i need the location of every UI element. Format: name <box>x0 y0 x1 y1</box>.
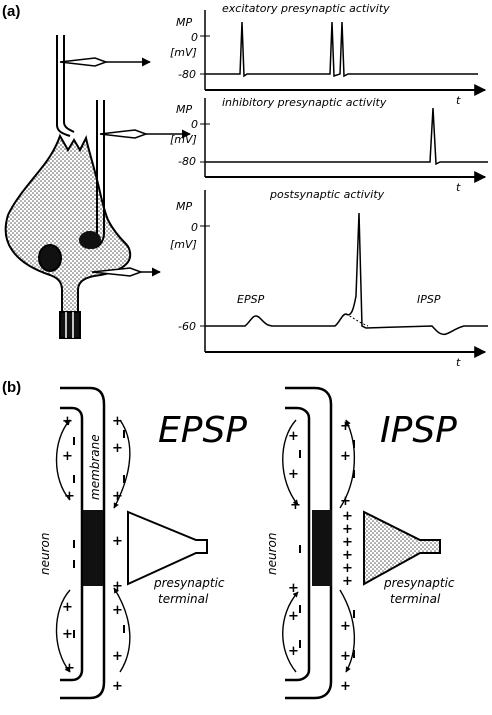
ipsp-neuron-label: neuron <box>265 533 279 575</box>
trace3-tick-0: 0 <box>191 221 198 234</box>
ipsp-title: IPSP <box>380 410 457 451</box>
svg-text:+: + <box>288 581 299 596</box>
trace3-tick-rest: -60 <box>178 320 196 333</box>
trace2-mp-label: MP <box>176 103 192 116</box>
epsp-terminal-line1: presynaptic <box>153 576 225 590</box>
svg-text:+: + <box>340 449 351 464</box>
svg-text:+: + <box>112 534 123 549</box>
svg-text:+: + <box>112 489 123 504</box>
trace3-time-label: t <box>456 356 461 369</box>
trace2-title: inhibitory presynaptic activity <box>222 96 387 109</box>
svg-text:+: + <box>288 467 299 482</box>
ipsp-channel-block <box>312 510 332 586</box>
ipsp-terminal-line2: terminal <box>390 592 441 606</box>
trace2-time-label: t <box>456 181 461 194</box>
svg-text:+: + <box>112 603 123 618</box>
trace-inhibitory: inhibitory presynaptic activity MP 0 [mV… <box>170 96 488 194</box>
neuron-cell-drawing <box>4 133 132 339</box>
svg-text:+: + <box>64 661 75 676</box>
svg-text:+: + <box>342 574 353 589</box>
svg-text:+: + <box>62 627 73 642</box>
trace1-signal <box>206 21 478 78</box>
trace-postsynaptic: postsynaptic activity MP 0 [mV] -60 t EP… <box>170 188 488 369</box>
epsp-schematic: +++ +++ +++ +++ ++ neuron membrane EPSP … <box>38 386 247 700</box>
neuron-soma <box>4 133 132 313</box>
recording-electrodes <box>59 57 191 277</box>
svg-text:+: + <box>112 579 123 594</box>
svg-text:+: + <box>342 548 353 563</box>
trace2-tick-rest: -80 <box>178 155 196 168</box>
trace1-time-label: t <box>456 94 461 107</box>
epsp-membrane-label: membrane <box>88 434 102 500</box>
ipsp-terminal-line1: presynaptic <box>383 576 455 590</box>
trace3-dashed-projection <box>345 313 369 327</box>
svg-text:+: + <box>290 498 301 513</box>
trace1-mp-label: MP <box>176 16 192 29</box>
epsp-current-arrows <box>55 419 131 673</box>
epsp-neuron-label: neuron <box>38 533 52 575</box>
svg-text:+: + <box>62 600 73 615</box>
svg-text:+: + <box>62 414 73 429</box>
ipsp-charges: +++ +++ +++ +++ +++ +++ <box>288 419 353 694</box>
epsp-neg-charges <box>73 430 125 638</box>
epsp-title: EPSP <box>158 410 247 451</box>
svg-text:+: + <box>288 609 299 624</box>
trace3-epsp-label: EPSP <box>237 293 265 306</box>
ipsp-current-arrows <box>282 419 355 673</box>
trace2-signal <box>206 107 488 166</box>
svg-text:+: + <box>342 522 353 537</box>
svg-text:+: + <box>112 441 123 456</box>
trace1-tick-rest: -80 <box>178 68 196 81</box>
trace3-ipsp-label: IPSP <box>417 293 441 306</box>
trace2-unit-label: [mV] <box>170 133 197 146</box>
svg-text:+: + <box>340 679 351 694</box>
trace1-unit-label: [mV] <box>170 46 197 59</box>
trace-excitatory: excitatory presynaptic activity MP 0 [mV… <box>170 2 487 107</box>
panel-a-label: (a) <box>2 3 20 20</box>
trace3-unit-label: [mV] <box>170 238 197 251</box>
ipsp-schematic: +++ +++ +++ +++ +++ +++ neuron IPSP pres… <box>265 386 457 700</box>
svg-text:+: + <box>340 649 351 664</box>
trace3-mp-label: MP <box>176 200 192 213</box>
trace3-title: postsynaptic activity <box>269 188 385 201</box>
svg-text:+: + <box>112 679 123 694</box>
svg-text:+: + <box>288 644 299 659</box>
svg-text:+: + <box>340 419 351 434</box>
epsp-presynaptic-terminal <box>127 510 208 586</box>
svg-text:+: + <box>342 561 353 576</box>
svg-text:+: + <box>112 649 123 664</box>
inhibitory-terminal-bulb <box>79 231 101 249</box>
axon-segment <box>59 311 81 339</box>
epsp-channel-block <box>83 510 103 586</box>
ipsp-neg-charges <box>299 440 355 658</box>
epsp-terminal-line2: terminal <box>158 592 209 606</box>
svg-text:+: + <box>340 494 351 509</box>
ipsp-presynaptic-terminal <box>363 510 441 586</box>
svg-text:+: + <box>342 535 353 550</box>
svg-text:+: + <box>112 414 123 429</box>
svg-text:+: + <box>340 619 351 634</box>
svg-text:+: + <box>288 429 299 444</box>
trace2-tick-0: 0 <box>191 118 198 131</box>
trace3-signal <box>206 212 488 336</box>
panel-b-label: (b) <box>2 379 21 396</box>
svg-text:+: + <box>62 449 73 464</box>
svg-text:+: + <box>342 509 353 524</box>
neuron-nucleus <box>38 244 62 272</box>
trace1-title: excitatory presynaptic activity <box>222 2 390 15</box>
trace1-tick-0: 0 <box>191 31 198 44</box>
svg-text:+: + <box>64 489 75 504</box>
